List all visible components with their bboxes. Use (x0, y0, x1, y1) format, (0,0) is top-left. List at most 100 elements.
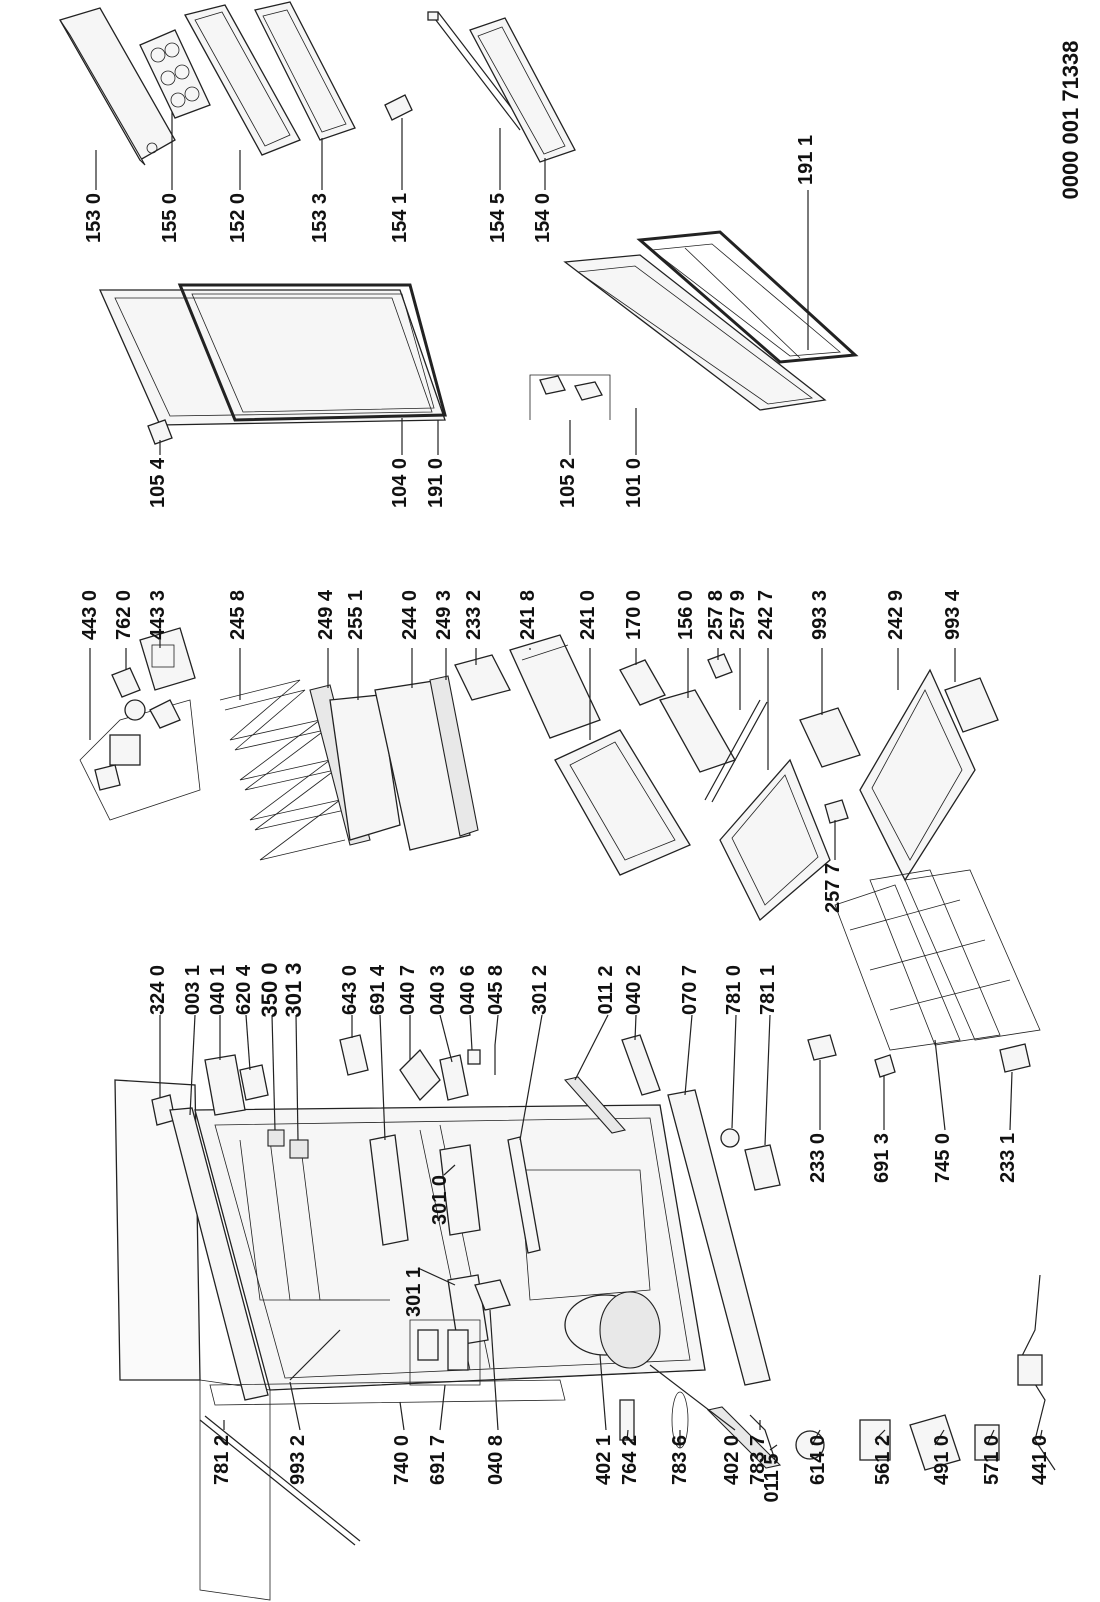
label-402-1: 402 1 (593, 1435, 615, 1485)
label-group-middle: 443 0 762 0 443 3 245 8 249 4 255 1 244 … (79, 589, 964, 913)
label-group-top: 153 0 155 0 152 0 153 3 154 1 154 5 154 … (83, 135, 817, 508)
label-040-8: 040 8 (485, 1435, 507, 1485)
bottle-bin-154-0 (469, 17, 576, 163)
fan-cover-443-3 (139, 627, 196, 691)
bracket-233-2 (454, 654, 511, 701)
clip-257-8 (707, 653, 733, 679)
label-491-0: 491 0 (931, 1435, 953, 1485)
starter-561-2 (859, 1419, 891, 1461)
label-745-0: 745 0 (932, 1133, 954, 1183)
door-gasket-191-0 (177, 283, 447, 422)
label-402-0: 402 0 (721, 1435, 743, 1485)
freezer-drawer-242-7 (719, 758, 831, 922)
hinge-strip-011-5 (706, 1406, 782, 1469)
label-170-0: 170 0 (623, 590, 645, 640)
control-panel-691-4 (369, 1134, 409, 1246)
glass-shelf-255-1 (329, 694, 401, 841)
label-257-7: 257 7 (822, 863, 844, 913)
label-257-8: 257 8 (705, 590, 727, 640)
hinge-040-2 (621, 1034, 661, 1096)
label-003-1: 003 1 (182, 965, 204, 1015)
rail-257-9 (704, 699, 768, 803)
ice-tray-156-0 (659, 689, 736, 773)
catalog-number: 0000 001 71338 (1058, 40, 1083, 199)
label-153-3: 153 3 (309, 193, 331, 243)
fan-motor-assembly-443-0 (79, 699, 201, 821)
label-group-cabinet: 324 0 003 1 040 1 620 4 350 0 301 3 643 … (147, 962, 1019, 1502)
cover-491-0 (909, 1414, 961, 1471)
top-panel-003-1 (169, 1107, 269, 1401)
hinge-040-1 (204, 1054, 246, 1116)
label-993-4: 993 4 (942, 589, 964, 640)
label-249-3: 249 3 (433, 590, 455, 640)
label-233-0: 233 0 (807, 1133, 829, 1183)
label-070-7: 070 7 (679, 965, 701, 1015)
clip-257-7 (824, 799, 849, 824)
label-040-7: 040 7 (397, 965, 419, 1015)
label-156-0: 156 0 (675, 590, 697, 640)
door-hinge-105-4 (147, 419, 173, 445)
foot-781-0 (720, 1128, 740, 1148)
label-443-3: 443 3 (147, 590, 169, 640)
wire-clip-691-3 (874, 1054, 896, 1078)
label-691-3: 691 3 (871, 1133, 893, 1183)
compressor-base-402-0 (599, 1291, 661, 1369)
label-040-6: 040 6 (457, 965, 479, 1015)
drain-tube-781-2 (199, 1415, 361, 1546)
wire-shelves-745-0 (834, 869, 1041, 1051)
label-783-7: 783 7 (747, 1435, 769, 1485)
light-board-301-2 (507, 1136, 541, 1254)
door-bin-153-0 (59, 7, 176, 166)
bracket-040-8 (474, 1279, 511, 1311)
label-301-1: 301 1 (403, 1267, 425, 1317)
label-993-3: 993 3 (809, 590, 831, 640)
freezer-door-101-0 (563, 254, 827, 411)
label-561-2: 561 2 (872, 1435, 894, 1485)
label-301-0: 301 0 (429, 1175, 451, 1225)
egg-tray-155-0 (139, 29, 211, 119)
label-643-0: 643 0 (339, 965, 361, 1015)
label-762-0: 762 0 (113, 590, 135, 640)
label-614-0: 614 0 (807, 1435, 829, 1485)
hinge-kit-105-2 (529, 374, 611, 420)
label-040-3: 040 3 (427, 965, 449, 1015)
label-group-bottom: 781 2 993 2 740 0 691 7 040 8 402 1 764 … (211, 1435, 1051, 1485)
hinge-plate-040-3 (439, 1054, 469, 1101)
capacitor-571-0 (974, 1424, 1000, 1461)
fridge-door-104-0 (98, 289, 446, 426)
power-cord-441-0 (1017, 1274, 1056, 1471)
label-104-0: 104 0 (389, 458, 411, 508)
label-153-0: 153 0 (83, 193, 105, 243)
relay-783-7 (749, 1414, 776, 1461)
light-cover-301-3 (289, 1139, 309, 1159)
label-233-1: 233 1 (997, 1133, 1019, 1183)
label-781-0: 781 0 (723, 965, 745, 1015)
label-740-0: 740 0 (391, 1435, 413, 1485)
label-301-2: 301 2 (529, 965, 551, 1015)
door-shelf-153-3 (254, 1, 356, 141)
light-housing-301-0 (439, 1144, 481, 1236)
label-040-1: 040 1 (207, 965, 229, 1015)
freezer-drawer-242-9 (859, 668, 976, 882)
thermostat-614-0 (795, 1430, 825, 1460)
label-045-8: 045 8 (485, 965, 507, 1015)
pin-040-6 (467, 1049, 481, 1065)
drawer-front-993-4 (944, 677, 999, 733)
label-571-0: 571 0 (981, 1435, 1003, 1485)
label-155-0: 155 0 (159, 193, 181, 243)
label-993-2: 993 2 (287, 1435, 309, 1485)
label-783-6: 783 6 (669, 1435, 691, 1485)
label-249-4: 249 4 (315, 589, 337, 640)
hinge-040-7 (399, 1048, 441, 1102)
label-324-0: 324 0 (147, 965, 169, 1015)
label-191-0: 191 0 (425, 458, 447, 508)
condenser-740-0 (209, 1379, 566, 1406)
label-241-8: 241 8 (517, 590, 539, 640)
label-257-9: 257 9 (727, 590, 749, 640)
label-040-2: 040 2 (623, 965, 645, 1015)
label-101-0: 101 0 (623, 458, 645, 508)
drawer-handle-170-0 (619, 659, 666, 706)
door-shelf-152-0 (184, 4, 301, 156)
label-233-2: 233 2 (463, 590, 485, 640)
